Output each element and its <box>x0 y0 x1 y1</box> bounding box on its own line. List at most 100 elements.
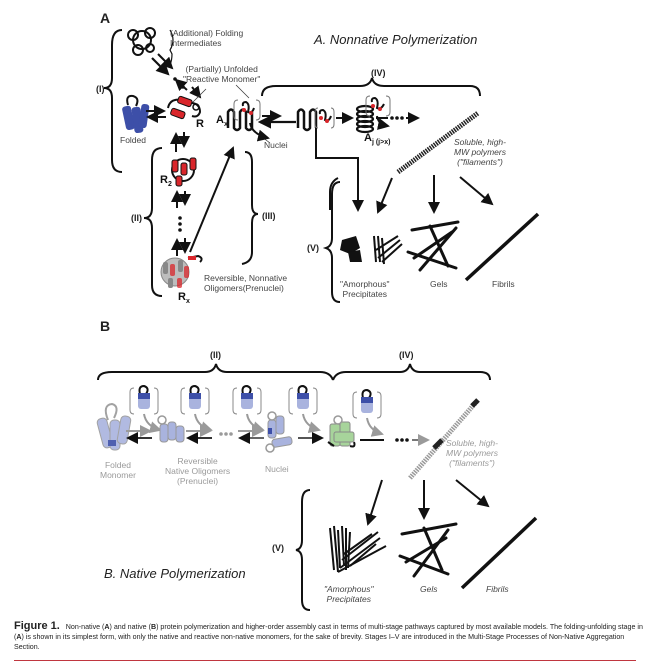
stage-v-b-label: (V) <box>272 543 284 553</box>
label-nonnative-oligomers: Reversible, Nonnative Oligomers(Prenucle… <box>204 273 287 293</box>
gel-network-icon <box>406 220 460 272</box>
native-folded-monomer-icon <box>96 402 132 451</box>
label-native-fibrils: Fibrils <box>486 584 509 594</box>
panel-b-title: B. Native Polymerization <box>104 566 246 581</box>
brace-stage-v-a <box>322 181 341 303</box>
label-line: ("filaments") <box>457 157 503 167</box>
brace-stage-iv <box>261 77 481 97</box>
panel-a-title: A. Nonnative Polymerization <box>314 32 478 47</box>
stage-i-label: (I) <box>96 84 105 94</box>
label-r2-base: R <box>160 174 168 186</box>
figure-diagram <box>96 27 540 611</box>
bracketed-monomer-icon-2 <box>365 95 391 117</box>
label-line: Precipitates <box>342 289 387 299</box>
amorphous-fibril-bundle-icon <box>373 235 403 265</box>
native-amorphous-precipitate-icon <box>329 525 387 573</box>
amorphous-precipitate-icon <box>340 236 362 262</box>
label-rx-base: R <box>178 291 186 303</box>
stage-ii-b-label: (II) <box>210 350 221 360</box>
folding-intermediate-icon <box>127 27 156 56</box>
label-line: "Amorphous" <box>340 279 390 289</box>
brace-stage-iii <box>241 151 259 265</box>
brace-stage-ii <box>143 147 163 297</box>
stage-v-label: (V) <box>307 243 319 253</box>
native-nucleus-icon <box>265 411 293 453</box>
caption-text: ) and native ( <box>109 623 151 631</box>
label-line: MW polymers <box>446 448 498 458</box>
label-line: Folded <box>104 460 131 470</box>
stage-iv-b-label: (IV) <box>399 350 414 360</box>
panel-b-letter: B <box>100 318 111 334</box>
brace-stage-v-b <box>295 489 311 611</box>
stage-ii-label: (II) <box>131 213 142 223</box>
figure-caption: Figure 1. Non-native (A) and native (B) … <box>14 621 644 652</box>
bracketed-native-monomer-icons <box>129 384 382 419</box>
label-native-nuclei: Nuclei <box>265 464 289 474</box>
native-fibril-icon <box>460 516 538 590</box>
label-folded-monomer: Folded Monomer <box>100 460 136 480</box>
nucleus-ax-icon <box>226 108 254 132</box>
caption-ref-a: A <box>16 633 22 641</box>
label-line: Reversible <box>177 456 218 466</box>
aggregate-aj-icon <box>355 104 375 134</box>
label-native-soluble-polymers: Soluble, high- MW polymers ("filaments") <box>446 438 498 468</box>
label-gels: Gels <box>430 279 448 289</box>
soluble-filament <box>396 110 480 175</box>
reactive-monomer-icon <box>167 95 202 120</box>
label-aj-base: A <box>364 132 372 144</box>
native-nucleus-bundle-icon <box>327 415 356 448</box>
label-rx-sub: x <box>185 298 190 306</box>
brace-stage-i <box>103 29 123 173</box>
brace-stage-ii-b <box>97 363 334 381</box>
caption-ref-a: A <box>104 623 110 631</box>
label-folded: Folded <box>120 135 146 145</box>
label-r2: R2 <box>160 174 172 188</box>
caption-text: ) is shown in its simplest form, with on… <box>14 633 625 651</box>
native-oligomer-icon <box>157 415 185 443</box>
label-line: "Reactive Monomer" <box>183 74 261 84</box>
label-line: (Partially) Unfolded <box>185 64 258 74</box>
label-amorphous-precipitates: "Amorphous" Precipitates <box>340 279 390 299</box>
label-fibrils: Fibrils <box>492 279 515 289</box>
label-folding-intermediates: (Additional) Folding Intermediates <box>170 28 243 48</box>
label-line: Soluble, high- <box>454 137 506 147</box>
caption-text: Non-native ( <box>65 623 105 631</box>
label-native-amorphous-precipitates: "Amorphous" Precipitates <box>324 584 374 604</box>
label-line: Intermediates <box>170 38 222 48</box>
label-line: MW polymers <box>454 147 506 157</box>
label-line: Precipitates <box>326 594 371 604</box>
folded-protein-icon <box>122 94 150 134</box>
label-line: (Prenuclei) <box>177 476 219 486</box>
label-reactive-monomer: (Partially) Unfolded "Reactive Monomer" <box>183 64 260 84</box>
native-soluble-filament <box>408 398 480 480</box>
label-line: "Amorphous" <box>324 584 374 594</box>
nonnative-oligomer-rx-icon <box>160 254 203 288</box>
label-nuclei: Nuclei <box>264 140 288 150</box>
label-rx: Rx <box>178 291 190 305</box>
label-ax-base: A <box>216 114 224 126</box>
panel-a-letter: A <box>100 10 111 26</box>
label-r2-sub: 2 <box>167 181 172 189</box>
stage-iv-label: (IV) <box>371 68 386 78</box>
caption-rule <box>14 660 636 661</box>
label-native-oligomers: Reversible Native Oligomers (Prenuclei) <box>165 456 230 486</box>
label-ax: Ax <box>216 114 228 128</box>
label-aj: Aj (j>x) <box>364 132 390 146</box>
caption-text: ) protein polymerization and higher-orde… <box>14 623 643 641</box>
label-line: Reversible, Nonnative <box>204 273 288 283</box>
native-gel-network-icon <box>398 522 458 578</box>
label-line: (Additional) Folding <box>170 28 244 38</box>
label-line: Monomer <box>100 470 136 480</box>
label-line: ("filaments") <box>449 458 495 468</box>
label-line: Oligomers(Prenuclei) <box>204 283 284 293</box>
label-aj-sub: j (j>x) <box>371 139 391 147</box>
figure-number: Figure 1. <box>14 620 60 632</box>
caption-ref-b: B <box>150 623 157 631</box>
brace-stage-iv-b <box>332 363 491 381</box>
label-ax-sub: x <box>223 121 228 129</box>
nucleus-plus-monomer-icon <box>296 108 318 132</box>
label-line: Soluble, high- <box>446 438 498 448</box>
fibril-icon <box>464 212 540 282</box>
stage-iii-label: (III) <box>262 211 276 221</box>
label-native-gels: Gels <box>420 584 438 594</box>
